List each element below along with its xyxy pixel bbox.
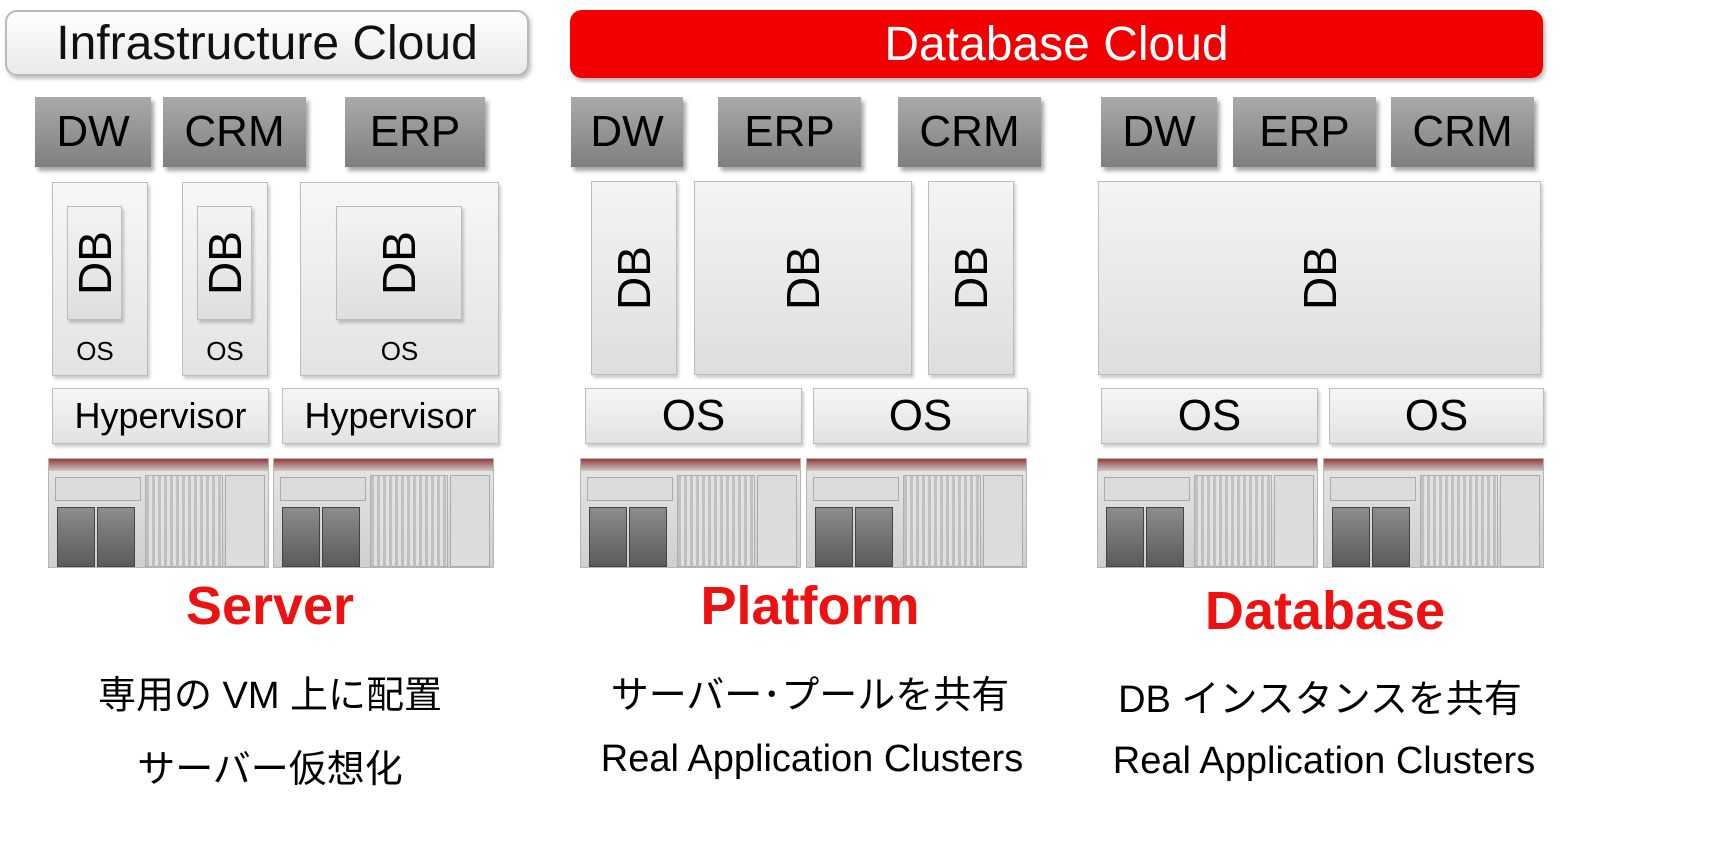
server-app-crm: CRM [163,97,306,167]
database-app-dw: DW [1101,97,1217,167]
database-app-crm: CRM [1391,97,1534,167]
platform-os-2: OS [813,388,1028,444]
server-hardware-icon [48,458,269,568]
server-app-dw: DW [35,97,151,167]
database-os-2: OS [1329,388,1544,444]
server-title: Server [185,576,355,636]
server-hardware-icon [806,458,1027,568]
hypervisor-1: Hypervisor [52,388,269,444]
platform-app-dw: DW [571,97,683,167]
database-cloud-label: Database Cloud [884,17,1229,71]
server-vm-2-db: DB [197,206,252,320]
database-app-erp: ERP [1233,97,1376,167]
database-db-shared: DB [1098,181,1541,375]
hypervisor-2: Hypervisor [282,388,499,444]
database-caption-1: DB インスタンスを共有 [1118,679,1522,721]
database-cloud-banner: Database Cloud [570,10,1543,78]
infrastructure-cloud-label: Infrastructure Cloud [56,16,478,70]
server-hardware-icon [273,458,494,568]
platform-caption-2: Real Application Clusters [600,738,1024,780]
server-caption-2: サーバー仮想化 [137,749,403,791]
server-vm-2-os: OS [206,336,244,366]
platform-caption-1: サーバー･プールを共有 [610,675,1010,717]
infrastructure-cloud-banner: Infrastructure Cloud [5,10,529,76]
platform-db-2: DB [694,181,912,375]
platform-app-crm: CRM [898,97,1041,167]
database-title: Database [1204,581,1446,641]
platform-db-3: DB [928,181,1014,375]
server-hardware-icon [1097,458,1318,568]
server-hardware-icon [580,458,801,568]
platform-db-1: DB [591,181,677,375]
server-vm-3-os: OS [380,336,419,366]
server-app-erp: ERP [345,97,485,167]
server-vm-3-db: DB [336,206,462,320]
server-hardware-icon [1323,458,1544,568]
platform-app-erp: ERP [718,97,861,167]
platform-os-1: OS [585,388,802,444]
server-vm-1-db: DB [67,206,122,320]
server-vm-1-os: OS [76,336,114,366]
database-caption-2: Real Application Clusters [1112,740,1536,782]
server-caption-1: 専用の VM 上に配置 [97,675,443,717]
platform-title: Platform [700,576,920,636]
database-os-1: OS [1101,388,1318,444]
